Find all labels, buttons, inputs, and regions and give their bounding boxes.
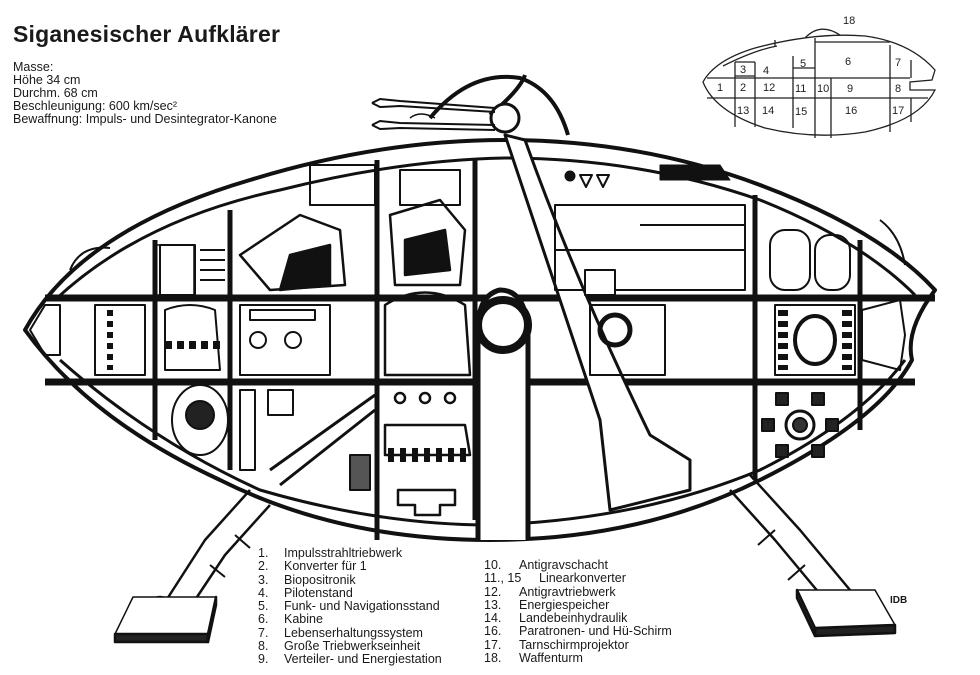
mini-label-14: 14 xyxy=(762,105,774,117)
mini-label-10: 10 xyxy=(817,83,829,95)
diagram-title: Siganesischer Aufklärer xyxy=(13,21,281,47)
mini-label-9: 9 xyxy=(847,83,853,95)
mini-label-2: 2 xyxy=(740,82,746,94)
section-key-map: 3 4 5 6 7 1 2 12 11 10 9 8 13 14 15 16 1… xyxy=(702,15,937,138)
mini-label-15: 15 xyxy=(795,106,807,118)
antigrav-shaft xyxy=(475,287,531,540)
bulkheads xyxy=(152,160,863,540)
spec-diameter: Durchm. 68 cm xyxy=(13,86,98,100)
landing-leg-right xyxy=(729,474,897,638)
legend-item: 5.Funk- und Navigationsstand xyxy=(258,599,440,614)
legend-item: 13.Energiespeicher xyxy=(484,597,610,612)
turret-ball xyxy=(489,102,521,134)
legend-item: 18.Waffenturm xyxy=(484,651,583,666)
mini-hull xyxy=(702,34,937,136)
power-station xyxy=(761,392,839,458)
weapon-turret-dome xyxy=(428,74,570,136)
mini-label-5: 5 xyxy=(800,58,806,70)
mini-label-17: 17 xyxy=(892,105,904,117)
mini-label-3: 3 xyxy=(740,64,746,76)
mini-label-8: 8 xyxy=(895,83,901,95)
legend-left: 1.Impulsstrahltriebwerk 2.Konverter für … xyxy=(258,546,442,667)
legend-item: 12.Antigravtriebwerk xyxy=(484,584,616,599)
legend-item: 7.Lebenserhaltungssystem xyxy=(258,625,423,640)
nose-section xyxy=(29,244,331,376)
cannons xyxy=(371,98,496,131)
mini-label-12: 12 xyxy=(763,82,775,94)
upper-right-panel xyxy=(659,164,731,181)
right-modules xyxy=(554,204,906,376)
legend-item: 4.Pilotenstand xyxy=(258,585,353,600)
specs-block: Masse: Höhe 34 cm Durchm. 68 cm Beschleu… xyxy=(13,61,277,126)
hull-outer xyxy=(23,138,937,542)
right-pod xyxy=(879,219,906,266)
legend-item: 8.Große Triebwerkseinheit xyxy=(258,639,421,654)
legend-item: 2.Konverter für 1 xyxy=(258,559,367,574)
left-pod xyxy=(69,246,111,271)
mini-label-11: 11 xyxy=(795,83,806,95)
hull-inner-top xyxy=(53,156,917,302)
mini-label-13: 13 xyxy=(737,105,749,117)
pilot-seats xyxy=(238,164,467,292)
mini-label-16: 16 xyxy=(845,105,857,117)
mini-dome xyxy=(804,28,841,39)
spec-acceleration: Beschleunigung: 600 km/sec² xyxy=(13,99,177,113)
mini-label-6: 6 xyxy=(845,56,851,68)
legend-item: 16.Paratronen- und Hü-Schirm xyxy=(484,624,672,639)
mini-label-1: 1 xyxy=(717,82,723,94)
legend-item: 17.Tarnschirmprojektor xyxy=(484,637,629,652)
legend-item: 1.Impulsstrahltriebwerk xyxy=(258,546,403,560)
mini-label-4: 4 xyxy=(763,65,769,77)
legend-item: 9.Verteiler- und Energiestation xyxy=(258,652,442,667)
spec-armament: Bewaffnung: Impuls- und Desintegrator-Ka… xyxy=(13,112,277,126)
artist-signature: IDB xyxy=(890,595,908,606)
spec-height: Höhe 34 cm xyxy=(13,73,81,87)
mini-label-18: 18 xyxy=(843,15,855,27)
lower-left-modules xyxy=(171,384,376,491)
central-lower-module xyxy=(383,291,472,517)
legend-item: 6.Kabine xyxy=(258,612,323,627)
landing-leg-left xyxy=(113,489,271,644)
legend-item: 3.Biopositronik xyxy=(258,572,356,587)
spec-mass: Masse: xyxy=(13,60,54,74)
mini-label-7: 7 xyxy=(895,57,901,69)
central-column xyxy=(503,133,692,512)
legend-item: 14.Landebeinhydraulik xyxy=(484,611,628,626)
bio-positronik-panel xyxy=(155,244,195,296)
legend-item: 10.Antigravschacht xyxy=(484,558,608,572)
